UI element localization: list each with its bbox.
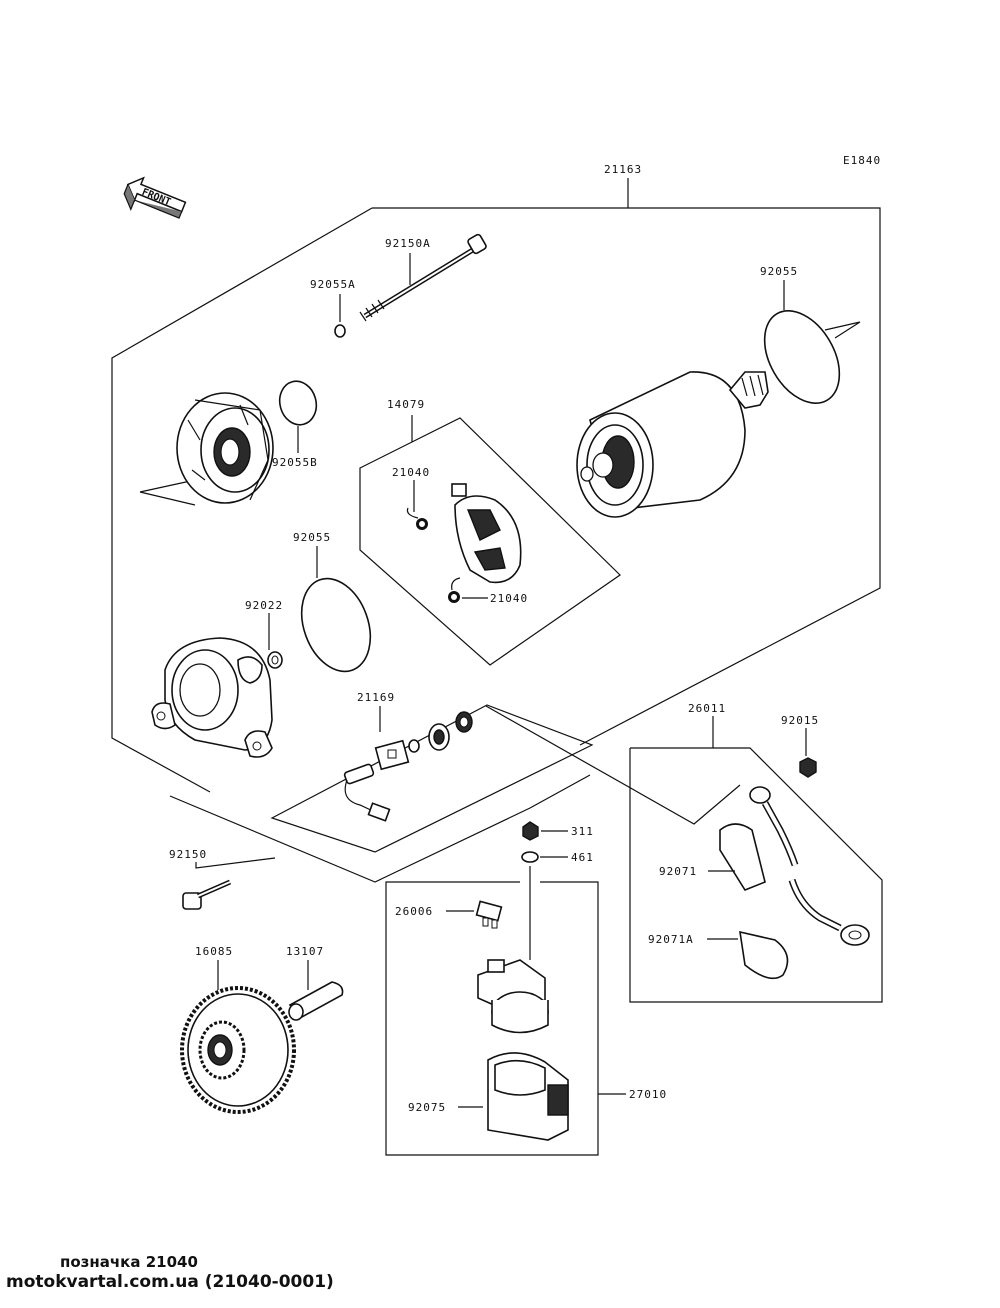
label-26006: 26006: [395, 905, 433, 918]
label-92055B: 92055B: [272, 456, 318, 469]
diagram-code: E1840: [843, 154, 881, 167]
cable-group-box-26011: [629, 716, 883, 1003]
label-92071A: 92071A: [648, 933, 694, 946]
front-arrow-icon: FRONT: [123, 176, 187, 219]
small-o-ring-92055A: [334, 324, 346, 338]
footer-caption: позначка 21040: [60, 1253, 198, 1271]
assembly-boundary-21163: [111, 178, 881, 793]
bolt-92150: [182, 857, 276, 910]
label-92071: 92071: [659, 865, 697, 878]
label-92150: 92150: [169, 848, 207, 861]
brush-terminal-bolt: [343, 711, 473, 822]
label-21163: 21163: [604, 163, 642, 176]
footer-source: motokvartal.com.ua (21040-0001): [6, 1272, 334, 1292]
o-ring-92055B: [278, 380, 318, 426]
nut-311: [522, 821, 539, 841]
washer-461: [521, 851, 539, 863]
relay-cover-92075: [487, 1052, 569, 1141]
nut-92015: [799, 757, 817, 778]
relay-group-box-27010: [385, 866, 599, 1156]
label-92022: 92022: [245, 599, 283, 612]
rubber-cap-92071A: [739, 930, 789, 980]
starter-relay: [477, 959, 549, 1034]
label-311: 311: [571, 825, 594, 838]
label-13107: 13107: [286, 945, 324, 958]
brush-holder-box-14079: [359, 415, 621, 666]
label-92150A: 92150A: [385, 237, 431, 250]
label-92055-top: 92055: [760, 265, 798, 278]
label-461: 461: [571, 851, 594, 864]
rear-cover: [151, 637, 273, 758]
label-92055A: 92055A: [310, 278, 356, 291]
brush-spring-21040-upper: [406, 507, 428, 530]
front-cover-housing: [176, 392, 274, 504]
o-ring-92055-top: [763, 310, 841, 404]
label-27010: 27010: [629, 1088, 667, 1101]
label-21040-lower: 21040: [490, 592, 528, 605]
label-21169: 21169: [357, 691, 395, 704]
battery-cable: [749, 786, 870, 946]
label-92075: 92075: [408, 1101, 446, 1114]
brush-plate: [451, 483, 522, 584]
label-14079: 14079: [387, 398, 425, 411]
label-26011: 26011: [688, 702, 726, 715]
label-16085: 16085: [195, 945, 233, 958]
idle-gear-16085: [180, 960, 296, 1114]
label-21040-upper: 21040: [392, 466, 430, 479]
brush-spring-21040-lower: [448, 577, 461, 603]
o-ring-92055-mid: [300, 577, 372, 673]
long-bolt-92150A: [359, 233, 487, 322]
shaft-13107: [288, 960, 344, 1021]
label-92015: 92015: [781, 714, 819, 727]
fuse-26006: [475, 900, 503, 929]
label-92055-mid: 92055: [293, 531, 331, 544]
starter-motor-yoke: [576, 371, 769, 518]
rubber-boot-92071: [719, 823, 766, 891]
